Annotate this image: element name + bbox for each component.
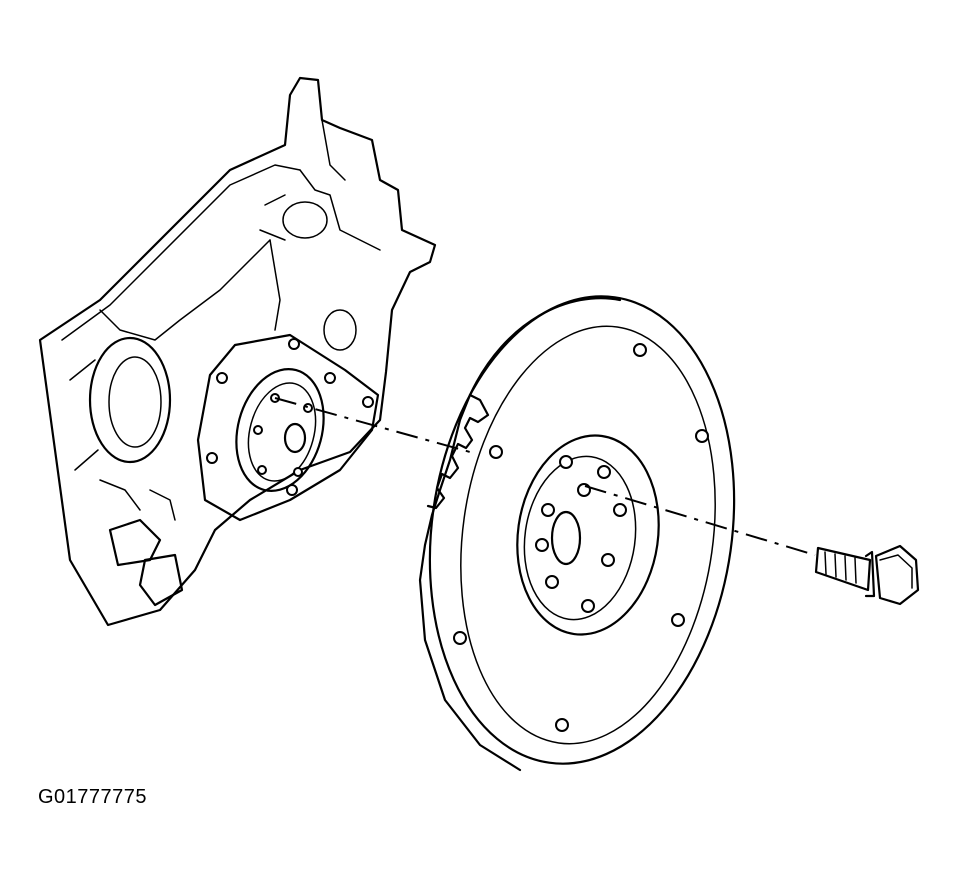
engine-block bbox=[38, 76, 437, 627]
alignment-centerline bbox=[274, 397, 816, 556]
flywheel-bolt bbox=[814, 544, 920, 606]
flywheel bbox=[418, 295, 736, 772]
figure-id-label: G01777775 bbox=[38, 786, 148, 808]
